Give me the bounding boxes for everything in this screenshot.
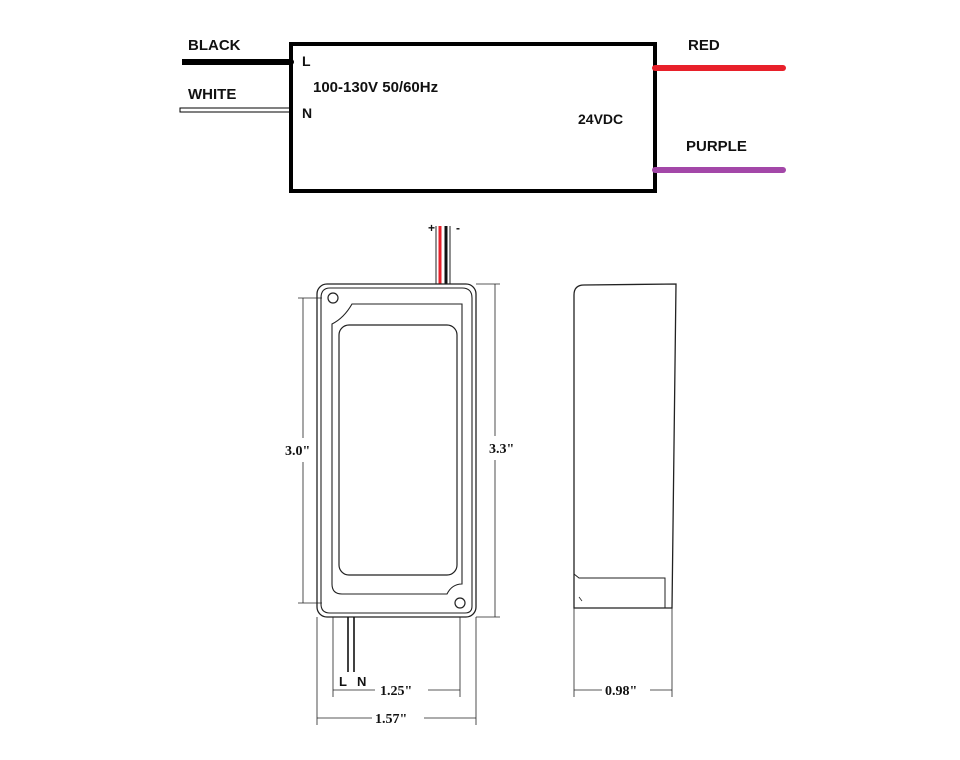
output-spec-label: 24VDC — [578, 111, 623, 127]
red-wire-label: RED — [688, 37, 720, 54]
wiring-schematic: BLACK WHITE L N 100-130V 50/60Hz 24VDC R… — [179, 37, 786, 193]
side-base-mark — [578, 596, 583, 602]
mounting-flange — [320, 287, 473, 614]
polarity-plus: + — [428, 221, 435, 235]
side-body-outline — [573, 283, 677, 609]
input-spec-label: 100-130V 50/60Hz — [313, 79, 438, 96]
side-base-step — [573, 573, 666, 608]
driver-box — [289, 42, 657, 193]
line-terminal-label: L — [302, 53, 311, 69]
white-wire-label: WHITE — [188, 86, 236, 103]
dim-hole-spacing: 1.25" — [380, 684, 412, 699]
neutral-terminal-label: N — [302, 105, 312, 121]
mounting-hole-bottom — [454, 597, 466, 609]
dim-outer-height: 3.3" — [489, 442, 514, 457]
neutral-lead-label: N — [357, 674, 366, 689]
front-view: + - L N 3.0" 3.3" 1.25" — [285, 221, 514, 727]
dim-inner-height: 3.0" — [285, 444, 310, 459]
dim-overall-width: 1.57" — [375, 712, 407, 727]
black-wire-label: BLACK — [188, 37, 241, 54]
mounting-hole-top — [327, 292, 339, 304]
inner-frame — [331, 303, 463, 595]
dim-depth: 0.98" — [605, 684, 637, 699]
line-lead-label: L — [339, 674, 347, 689]
front-body-outline — [316, 283, 477, 618]
polarity-minus: - — [456, 221, 460, 235]
label-panel — [338, 324, 458, 576]
purple-wire-label: PURPLE — [686, 138, 747, 155]
white-wire — [179, 107, 292, 113]
terminal-dot — [288, 59, 294, 65]
side-view: 0.98" — [573, 283, 677, 699]
